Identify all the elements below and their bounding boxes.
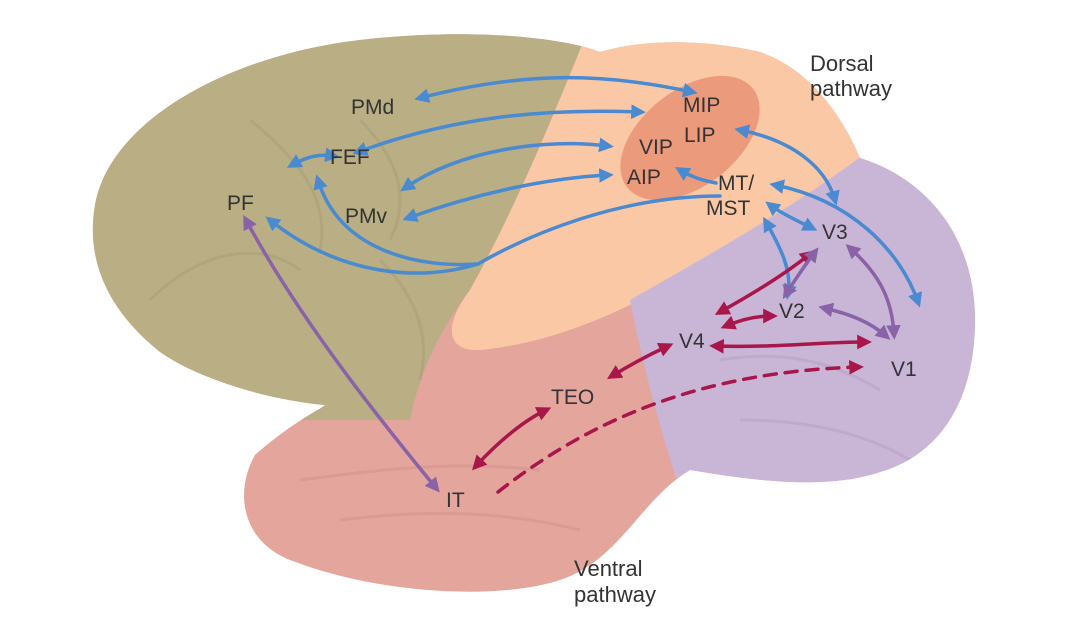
arrow-pmd-mip [414, 75, 698, 103]
arrow-pf-it [243, 214, 440, 493]
arrow-pf-fef [286, 147, 340, 168]
dorsal-pathway-label-line2: pathway [810, 76, 892, 101]
arrow-mt-aip [674, 166, 718, 185]
area-label-it: IT [446, 489, 465, 512]
area-label-pmd: PMd [351, 96, 394, 119]
parietal-core-region [620, 75, 760, 201]
area-label-aip: AIP [627, 166, 661, 189]
area-label-mst: MST [706, 197, 751, 220]
arrow-v4-v2 [720, 308, 778, 330]
arrow-mt-v1 [769, 179, 923, 308]
area-label-mt: MT/ [718, 172, 754, 195]
arrow-v2-v3 [782, 247, 819, 299]
arrow-it-teo [472, 407, 552, 471]
arrow-fef-mip [352, 104, 646, 156]
area-label-teo: TEO [551, 386, 594, 409]
area-label-vip: VIP [639, 136, 673, 159]
arrow-teo-v4 [606, 343, 674, 380]
dorsal-pathway-label-line1: Dorsal [810, 51, 874, 76]
arrow-v3-v1 [845, 244, 901, 340]
arrow-v1-it-dashed [496, 359, 864, 494]
arrow-pmv-aip [402, 168, 614, 222]
ventral-pathway-label-line1: Ventral [574, 556, 643, 581]
dorsal-arrows [265, 75, 923, 308]
area-label-v4: V4 [679, 330, 705, 353]
area-label-lip: LIP [684, 124, 716, 147]
area-label-v3: V3 [822, 221, 848, 244]
ventral-arrows [472, 250, 872, 494]
area-label-v1: V1 [891, 358, 917, 381]
area-label-mip: MIP [683, 94, 720, 117]
arrow-v4-v1 [709, 334, 872, 354]
area-label-v2: V2 [779, 300, 805, 323]
cross-arrows [243, 214, 901, 493]
area-label-pf: PF [227, 192, 254, 215]
area-label-pmv: PMv [345, 205, 388, 228]
area-label-fef: FEF [330, 146, 370, 169]
ventral-pathway-label-line2: pathway [574, 582, 656, 607]
